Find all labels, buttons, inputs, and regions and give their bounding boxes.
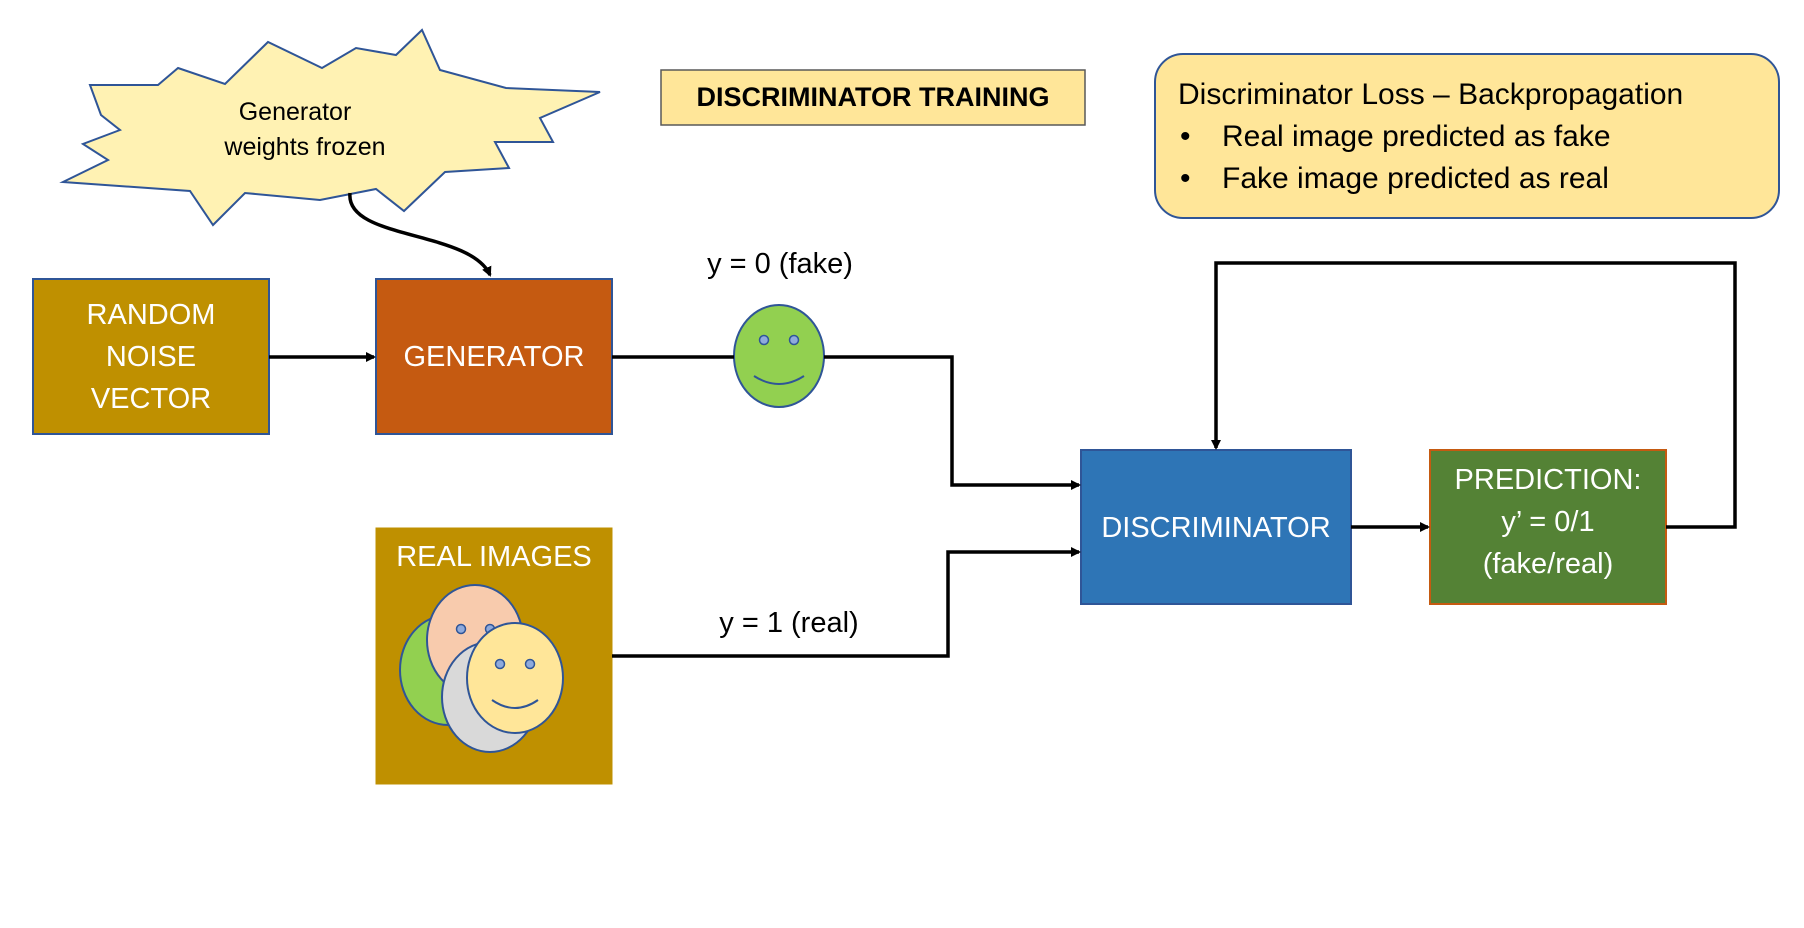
fake-to-discriminator-arrow [824, 355, 1081, 490]
burst-text-line2: weights frozen [223, 133, 385, 161]
noise-label-line2: NOISE [106, 341, 196, 373]
loss-bullet-1: Real image predicted as fake [1222, 120, 1611, 153]
loss-bullet-dot-1: • [1180, 120, 1191, 153]
fake-edge-label: y = 0 (fake) [707, 248, 853, 280]
generator-node: GENERATOR [375, 278, 613, 435]
loss-heading: Discriminator Loss – Backpropagation [1178, 78, 1683, 111]
real-images-node: REAL IMAGES [375, 527, 613, 785]
prediction-node: PREDICTION: y’ = 0/1 (fake/real) [1429, 449, 1667, 605]
loss-bullet-2: Fake image predicted as real [1222, 162, 1609, 195]
burst-shape [59, 28, 601, 227]
diagram-title: DISCRIMINATOR TRAINING [697, 82, 1050, 112]
real-images-label: REAL IMAGES [396, 541, 592, 573]
prediction-label-line1: PREDICTION: [1455, 464, 1642, 496]
real-to-discriminator-arrow [612, 547, 1081, 658]
discriminator-label: DISCRIMINATOR [1101, 512, 1330, 544]
prediction-label-line2: y’ = 0/1 [1501, 506, 1594, 538]
title-box: DISCRIMINATOR TRAINING [660, 69, 1086, 126]
generator-label: GENERATOR [403, 341, 584, 373]
prediction-label-line3: (fake/real) [1483, 548, 1614, 580]
discriminator-node: DISCRIMINATOR [1080, 449, 1352, 605]
noise-label-line1: RANDOM [87, 299, 216, 331]
burst-callout-icon: Generator weights frozen [59, 28, 601, 227]
smiley-face-icon [733, 304, 825, 408]
face-stack-icon [399, 584, 564, 753]
loss-bullet-dot-2: • [1180, 162, 1191, 195]
noise-label-line3: VECTOR [91, 383, 211, 415]
burst-text-line1: Generator [239, 98, 352, 126]
real-edge-label: y = 1 (real) [719, 607, 858, 639]
frozen-pointer-arrow [348, 192, 492, 277]
loss-box: Discriminator Loss – Backpropagation • R… [1154, 53, 1780, 219]
noise-vector-node: RANDOM NOISE VECTOR [32, 278, 270, 435]
backprop-feedback-arrow [1211, 261, 1737, 529]
